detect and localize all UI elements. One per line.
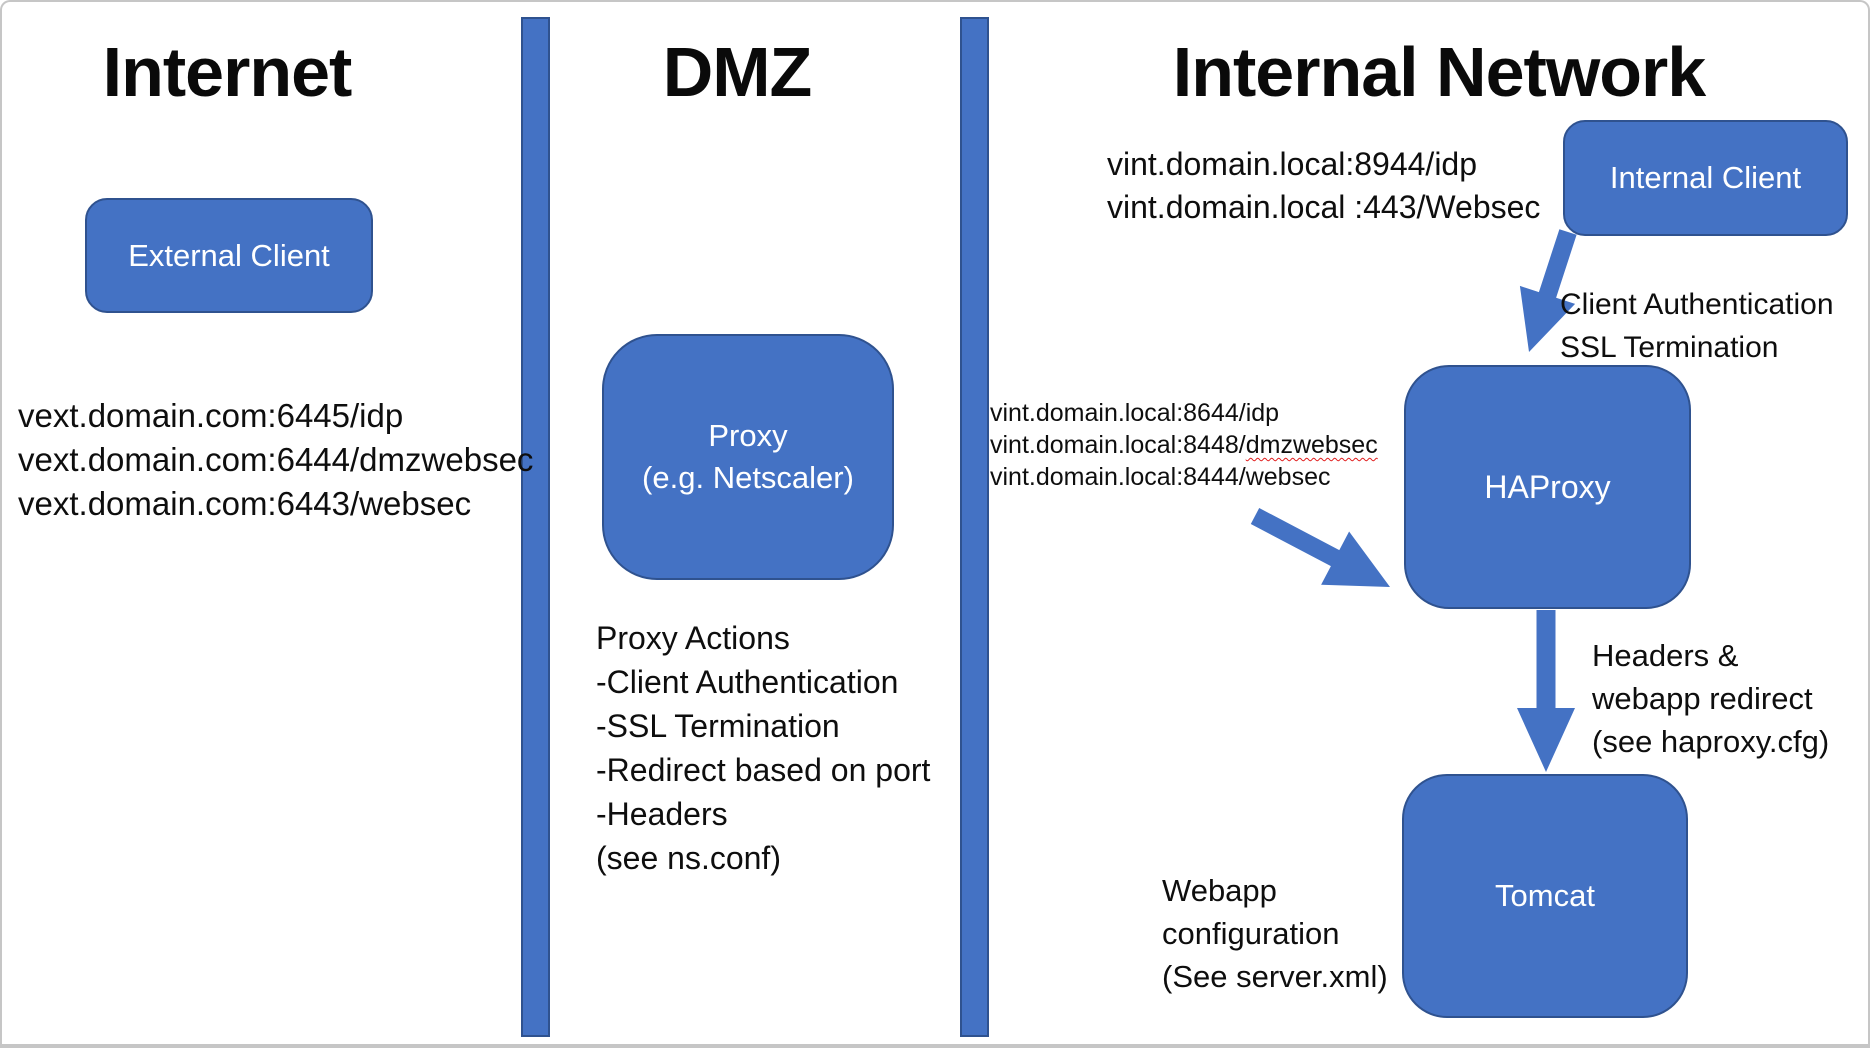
proxy-actions-line: -Redirect based on port: [596, 752, 931, 788]
webapp-config-line: configuration: [1162, 916, 1340, 951]
node-internal-client: Internal Client: [1563, 120, 1848, 236]
vint-client-endpoints-text: vint.domain.local:8944/idp vint.domain.l…: [1107, 143, 1540, 229]
vint-haproxy-endpoint-line2-flagged: dmzwebsec: [1245, 431, 1378, 459]
headers-redirect-line: (see haproxy.cfg): [1592, 724, 1830, 759]
client-auth-text: Client Authentication SSL Termination: [1560, 283, 1834, 369]
headers-redirect-line: webapp redirect: [1592, 681, 1813, 716]
proxy-actions-text: Proxy Actions -Client Authentication -SS…: [596, 616, 930, 880]
node-proxy: Proxy (e.g. Netscaler): [602, 334, 894, 580]
zone-title-internal-network: Internal Network: [1172, 33, 1706, 111]
vint-client-endpoint-line: vint.domain.local :443/Websec: [1107, 189, 1541, 225]
arrow-endpoints-to-haproxy: [1250, 508, 1390, 587]
node-haproxy-label: HAProxy: [1484, 468, 1611, 505]
arrow-haproxy-to-tomcat: [1517, 610, 1575, 772]
vint-haproxy-endpoint-line3: vint.domain.local:8444/websec: [990, 463, 1331, 491]
zone-divider-internet-dmz: [521, 17, 550, 1037]
webapp-config-text: Webapp configuration (See server.xml): [1162, 869, 1388, 998]
proxy-actions-line: -SSL Termination: [596, 708, 840, 744]
zone-title-internet: Internet: [102, 33, 353, 111]
vint-client-endpoint-line: vint.domain.local:8944/idp: [1107, 146, 1478, 182]
webapp-config-line: (See server.xml): [1162, 959, 1388, 994]
headers-redirect-line: Headers &: [1592, 638, 1739, 673]
node-tomcat-label: Tomcat: [1495, 878, 1595, 913]
node-internal-client-label: Internal Client: [1609, 160, 1802, 195]
node-proxy-label-line1: Proxy: [708, 418, 788, 454]
vint-haproxy-endpoint-line2-prefix: vint.domain.local:8448/: [990, 431, 1246, 459]
client-auth-line: Client Authentication: [1560, 288, 1834, 321]
zone-title-dmz: DMZ: [662, 33, 813, 111]
proxy-actions-line: Proxy Actions: [596, 620, 790, 656]
vint-haproxy-endpoint-line2: vint.domain.local:8448/dmzwebsec: [990, 429, 1378, 461]
vext-endpoint-line: vext.domain.com:6445/idp: [18, 397, 404, 434]
node-proxy-label-line2: (e.g. Netscaler): [642, 460, 854, 495]
vint-haproxy-endpoint-line1: vint.domain.local:8644/idp: [990, 399, 1280, 427]
proxy-actions-line: (see ns.conf): [596, 840, 781, 876]
vext-endpoint-line: vext.domain.com:6443/websec: [18, 485, 472, 522]
client-auth-line: SSL Termination: [1560, 331, 1779, 364]
proxy-actions-line: -Headers: [596, 796, 728, 832]
node-haproxy: HAProxy: [1404, 365, 1691, 609]
node-tomcat: Tomcat: [1402, 774, 1688, 1018]
proxy-actions-line: -Client Authentication: [596, 664, 899, 700]
zone-divider-dmz-internal: [960, 17, 989, 1037]
node-external-client-label: External Client: [128, 237, 330, 273]
webapp-config-line: Webapp: [1162, 873, 1277, 908]
vint-haproxy-endpoints-text: vint.domain.local:8644/idp vint.domain.l…: [990, 397, 1378, 493]
vext-endpoint-line: vext.domain.com:6444/dmzwebsec: [18, 441, 534, 478]
vext-endpoints-text: vext.domain.com:6445/idp vext.domain.com…: [18, 394, 533, 526]
node-external-client: External Client: [85, 198, 373, 313]
headers-redirect-text: Headers & webapp redirect (see haproxy.c…: [1592, 634, 1829, 763]
